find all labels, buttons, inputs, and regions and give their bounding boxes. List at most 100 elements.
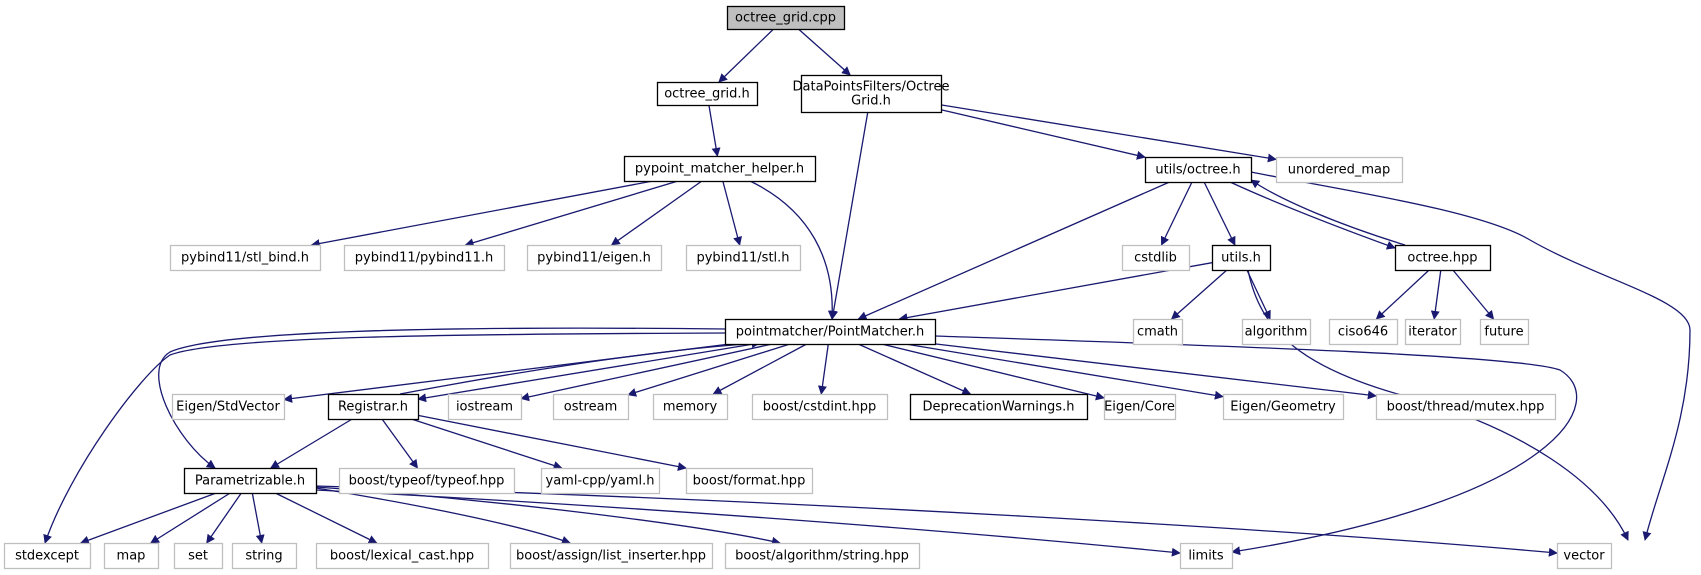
node-label: Eigen/Core [1104,400,1175,415]
node-label: unordered_map [1288,163,1391,178]
edge-registrar-h-to-boost-format-hpp [417,414,687,471]
node-set: set [173,542,224,570]
node-label: limits [1188,549,1224,564]
node-stdexcept: stdexcept [3,542,92,570]
node-label: string [245,549,282,564]
node-pybind11-pybind11-h: pybind11/pybind11.h [343,244,506,272]
node-boost-algorithm-string-hpp: boost/algorithm/string.hpp [724,542,921,570]
node-box [231,542,298,570]
edge-pypoint-matcher-helper-h-to-pybind11-pybind11-h [464,180,679,247]
node-box [1132,318,1184,346]
node-box [1211,244,1272,272]
node-label: ciso646 [1338,325,1388,340]
edge-utils-octree-h-to-octree-hpp [1229,181,1396,250]
node-box [447,393,523,421]
node-pointmatcher-h[interactable]: pointmatcher/PointMatcher.h [724,318,937,346]
node-boost-cstdint-hpp: boost/cstdint.hpp [751,393,889,421]
node-box [1404,318,1462,346]
node-pybind11-stl-h: pybind11/stl.h [685,244,802,272]
node-octree-grid-cpp[interactable]: octree_grid.cpp [726,5,846,31]
node-label: boost/cstdint.hpp [763,400,877,415]
edge-utils-h-to-algorithm [1246,269,1271,320]
node-label: octree.hpp [1407,251,1477,266]
node-octree-grid-h[interactable]: octree_grid.h [656,81,759,107]
node-pybind11-eigen-h: pybind11/eigen.h [526,244,663,272]
node-label: utils.h [1221,251,1261,266]
node-box [623,155,817,183]
node-label: pypoint_matcher_helper.h [635,162,804,177]
edge-pointmatcher-h-to-eigen-geometry [905,343,1224,400]
edge-octree-hpp-to-future [1452,269,1495,320]
node-box [540,467,661,495]
node-label: Eigen/Geometry [1230,400,1336,415]
node-eigen-core: Eigen/Core [1103,393,1177,421]
node-label: map [117,549,146,564]
node-box [1556,542,1613,570]
node-label: pointmatcher/PointMatcher.h [736,325,924,340]
node-deprecationwarnings-h[interactable]: DeprecationWarnings.h [909,393,1089,421]
node-box [526,244,663,272]
node-box [552,393,630,421]
node-label: DataPointsFilters/Octree [793,80,950,95]
node-box [338,467,516,495]
node-label: pybind11/stl.h [696,251,789,266]
node-box [1144,156,1253,184]
node-boost-typeof-hpp: boost/typeof/typeof.hpp [338,467,516,495]
node-box [169,244,322,272]
edge-utils-octree-h-to-utils-h [1203,181,1236,246]
node-utils-h[interactable]: utils.h [1211,244,1272,272]
edge-octree-hpp-to-ciso646 [1375,269,1430,320]
node-label: DeprecationWarnings.h [923,400,1075,415]
node-pypoint-matcher-helper-h[interactable]: pypoint_matcher_helper.h [623,155,817,183]
node-label: cstdlib [1134,251,1177,266]
edge-registrar-h-to-parametrizable-h [270,418,353,469]
node-boost-lexical-cast-hpp: boost/lexical_cast.hpp [315,542,490,570]
edge-pointmatcher-h-to-registrar-h [417,343,754,403]
edge-parametrizable-h-to-limits [315,489,1181,557]
node-eigen-stdvector: Eigen/StdVector [171,393,286,421]
node-label: future [1484,325,1523,340]
edge-registrar-h-to-boost-typeof-hpp [381,418,419,469]
node-octree-hpp[interactable]: octree.hpp [1394,244,1492,272]
edge-parametrizable-h-to-set [206,492,242,544]
edge-pointmatcher-h-to-iostream [520,343,773,402]
node-box [1394,244,1492,272]
node-box [751,393,889,421]
edge-pointmatcher-h-to-boost-cstdint-hpp [817,343,829,395]
edge-utils-h-to-pointmatcher-h [898,262,1213,322]
node-label: boost/typeof/typeof.hpp [349,474,505,489]
node-parametrizable-h[interactable]: Parametrizable.h [183,467,318,495]
node-label: yaml-cpp/yaml.h [546,474,655,489]
node-label: vector [1563,549,1605,564]
node-box [1479,318,1530,346]
node-registrar-h[interactable]: Registrar.h [327,393,420,421]
node-box [652,393,729,421]
node-utils-octree-h[interactable]: utils/octree.h [1144,156,1253,184]
node-boost-thread-mutex-hpp: boost/thread/mutex.hpp [1375,393,1557,421]
node-label: octree_grid.h [664,87,750,102]
node-ostream: ostream [552,393,630,421]
node-box [509,542,714,570]
edge-dpf-octreegrid-h-to-unordered-map [940,104,1277,163]
node-boost-format-hpp: boost/format.hpp [685,467,814,495]
node-yaml-cpp-yaml-h: yaml-cpp/yaml.h [540,467,661,495]
node-label: boost/thread/mutex.hpp [1387,400,1545,415]
node-label: pybind11/eigen.h [537,251,651,266]
node-cmath: cmath [1132,318,1184,346]
node-box [724,542,921,570]
node-label: boost/lexical_cast.hpp [330,549,474,564]
node-box [685,244,802,272]
node-label: iterator [1408,325,1457,340]
node-box [1121,244,1191,272]
node-unordered-map: unordered_map [1275,156,1404,184]
edge-parametrizable-h-to-boost-lexical-cast-hpp [275,492,378,544]
edge-utils-octree-h-to-vector [1250,171,1691,541]
node-label: ostream [564,400,618,415]
node-boost-assign-list-inserter-hpp: boost/assign/list_inserter.hpp [509,542,714,570]
edge-pointmatcher-h-to-memory [712,343,808,395]
node-box [1275,156,1404,184]
edge-octree-hpp-to-iterator [1430,269,1442,320]
node-box [909,393,1089,421]
edge-pointmatcher-h-to-parametrizable-h [158,327,726,469]
